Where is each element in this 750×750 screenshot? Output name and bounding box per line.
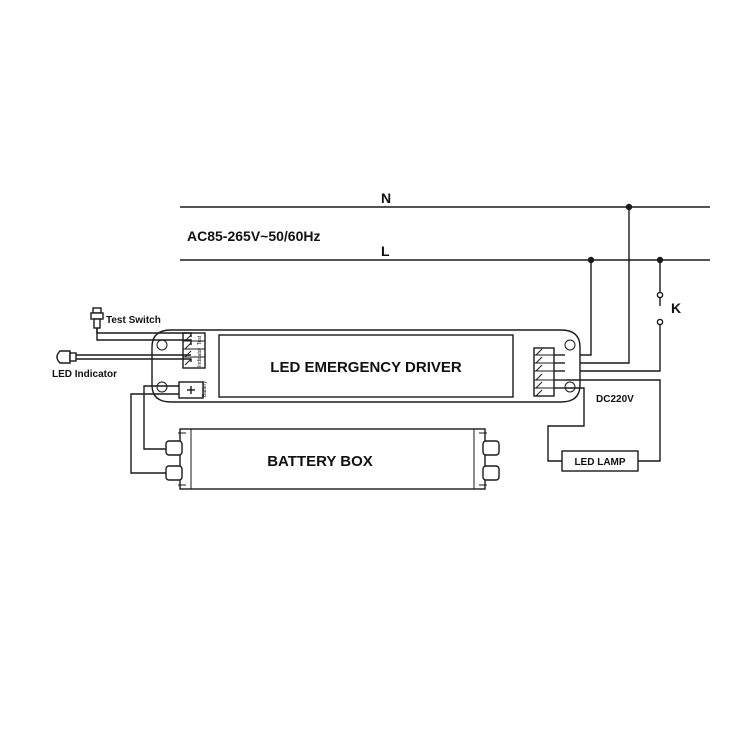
battery-box (165, 428, 500, 490)
battery-terminal (178, 381, 204, 399)
battery-negative-wire (130, 393, 179, 474)
output-voltage-label: DC220V (596, 394, 634, 405)
driver-title: LED EMERGENCY DRIVER (270, 359, 462, 376)
mains-wires (180, 206, 710, 261)
led-lamp (561, 450, 639, 472)
supply-label: AC85-265V~50/60Hz (187, 228, 320, 244)
led-indicator-label: LED Indicator (52, 369, 117, 380)
emergency-driver (151, 329, 581, 403)
battery-positive-wire (143, 385, 179, 450)
neutral-label: N (381, 190, 391, 206)
test-terminal-label: Test (197, 335, 203, 345)
test-switch (90, 307, 192, 345)
driver-label-panel (218, 334, 514, 398)
lamp-label: LED LAMP (574, 457, 625, 468)
lamp-negative-wire (547, 387, 585, 462)
test-switch-label: Test Switch (106, 315, 161, 326)
battery-box-title: BATTERY BOX (267, 453, 373, 470)
neutral-to-driver-wire (565, 207, 630, 364)
led-indicator (56, 350, 192, 364)
right-terminal-block (533, 347, 566, 397)
line-label: L (381, 243, 390, 259)
lamp-positive-wire (566, 379, 661, 462)
indicator-terminal-label: Indicator (197, 347, 203, 367)
switch-k (565, 260, 664, 372)
switch-label: K (671, 300, 681, 316)
battery-terminal-label: Battery (202, 381, 208, 397)
